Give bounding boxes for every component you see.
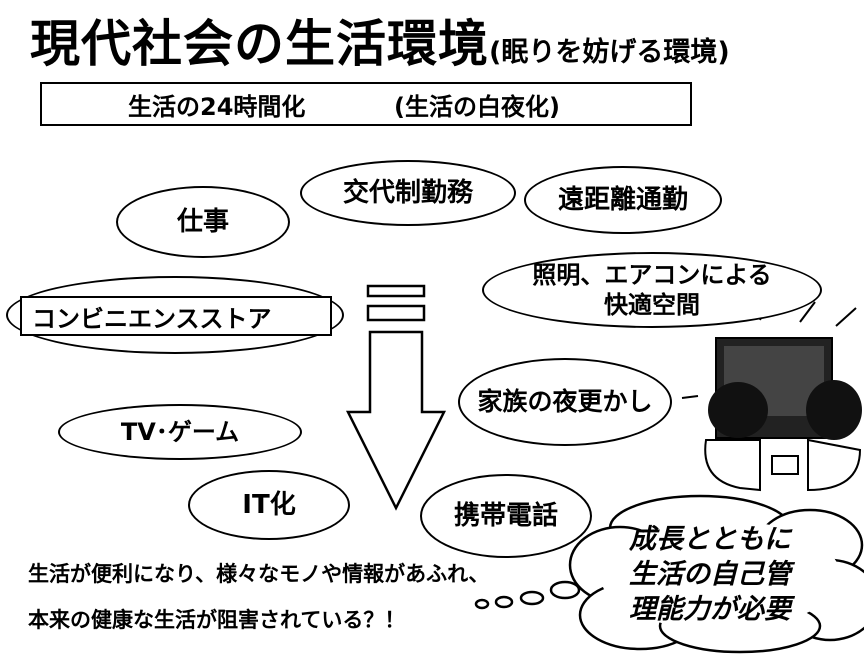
bubble-family-late-night: 家族の夜更かし bbox=[458, 358, 672, 446]
thought-text: 成長とともに 生活の自己管 理能力が必要 bbox=[629, 524, 791, 626]
down-arrow bbox=[345, 330, 447, 511]
arrow-bar-top bbox=[366, 284, 426, 298]
arrow-bar-middle bbox=[366, 304, 426, 322]
page-title: 現代社会の生活環境(眠りを妨げる環境) bbox=[30, 4, 730, 76]
family-tv-illustration bbox=[681, 297, 862, 492]
bubble-shift-work: 交代制勤務 bbox=[300, 160, 516, 226]
bubble-comfort-space: 照明、エアコンによる 快適空間 bbox=[482, 252, 822, 328]
caption-line-2: 本来の健康な生活が阻害されている？！ bbox=[28, 608, 406, 632]
title-sub: (眠りを妨げる環境) bbox=[489, 37, 730, 68]
bubble-it: IT化 bbox=[188, 470, 350, 540]
convenience-store-label: コンビニエンスストア bbox=[20, 296, 332, 336]
bubble-commute: 遠距離通勤 bbox=[524, 166, 722, 234]
bubble-tv-game: TV･ゲーム bbox=[58, 404, 302, 460]
thought-cloud bbox=[474, 494, 864, 654]
title-main: 現代社会の生活環境 bbox=[30, 15, 489, 73]
banner-left-text: 生活の24時間化 bbox=[128, 92, 306, 121]
banner-box: 生活の24時間化 (生活の白夜化) bbox=[40, 82, 692, 126]
bubble-work: 仕事 bbox=[116, 186, 290, 258]
caption-line-1: 生活が便利になり、様々なモノや情報があふれ、 bbox=[28, 562, 490, 586]
bubble-mobile-phone: 携帯電話 bbox=[420, 474, 592, 558]
banner-right-text: (生活の白夜化) bbox=[394, 92, 560, 121]
